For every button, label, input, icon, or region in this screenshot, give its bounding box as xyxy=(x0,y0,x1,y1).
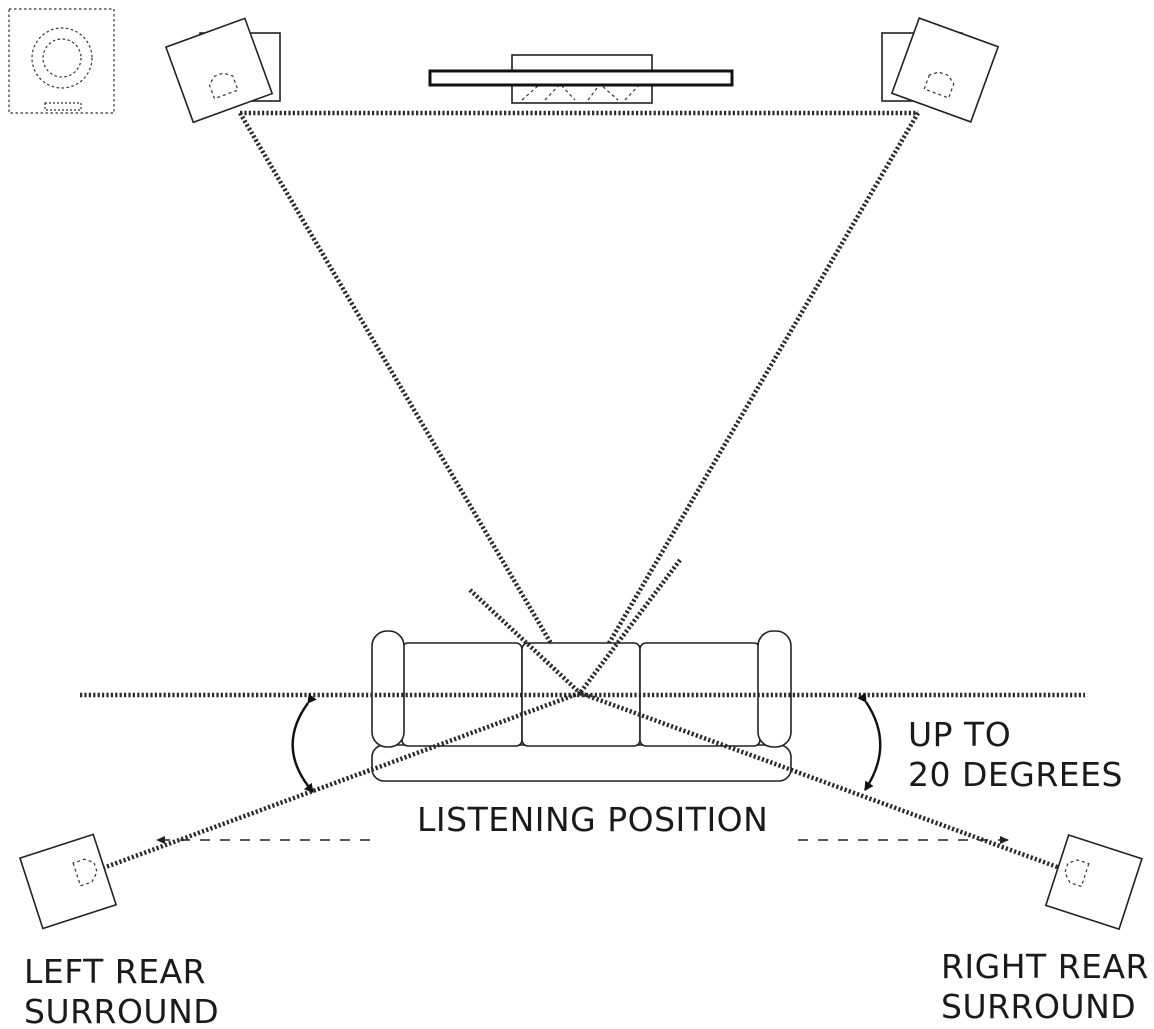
front-right-speaker-icon xyxy=(881,17,1000,123)
right-rear-label-line1: RIGHT REAR xyxy=(941,947,1149,986)
angle-label-line1: UP TO xyxy=(908,715,1011,754)
listening-position-label: LISTENING POSITION xyxy=(417,800,768,839)
listening-axis-overlay xyxy=(359,558,801,777)
left-rear-label-line1: LEFT REAR xyxy=(24,952,206,991)
tv-icon xyxy=(428,69,734,87)
right-angle-arc-icon xyxy=(857,692,882,791)
front-left-speaker-icon xyxy=(164,17,281,124)
right-rear-speaker-icon xyxy=(1044,833,1143,931)
subwoofer-icon xyxy=(8,8,115,114)
sofa-icon xyxy=(371,630,792,782)
left-rear-label-line2: SURROUND xyxy=(24,992,219,1029)
left-rear-speaker-icon xyxy=(18,833,118,930)
left-angle-arc-icon xyxy=(291,693,317,793)
angle-label-line2: 20 DEGREES xyxy=(908,755,1123,794)
right-rear-label-line2: SURROUND xyxy=(941,987,1136,1026)
